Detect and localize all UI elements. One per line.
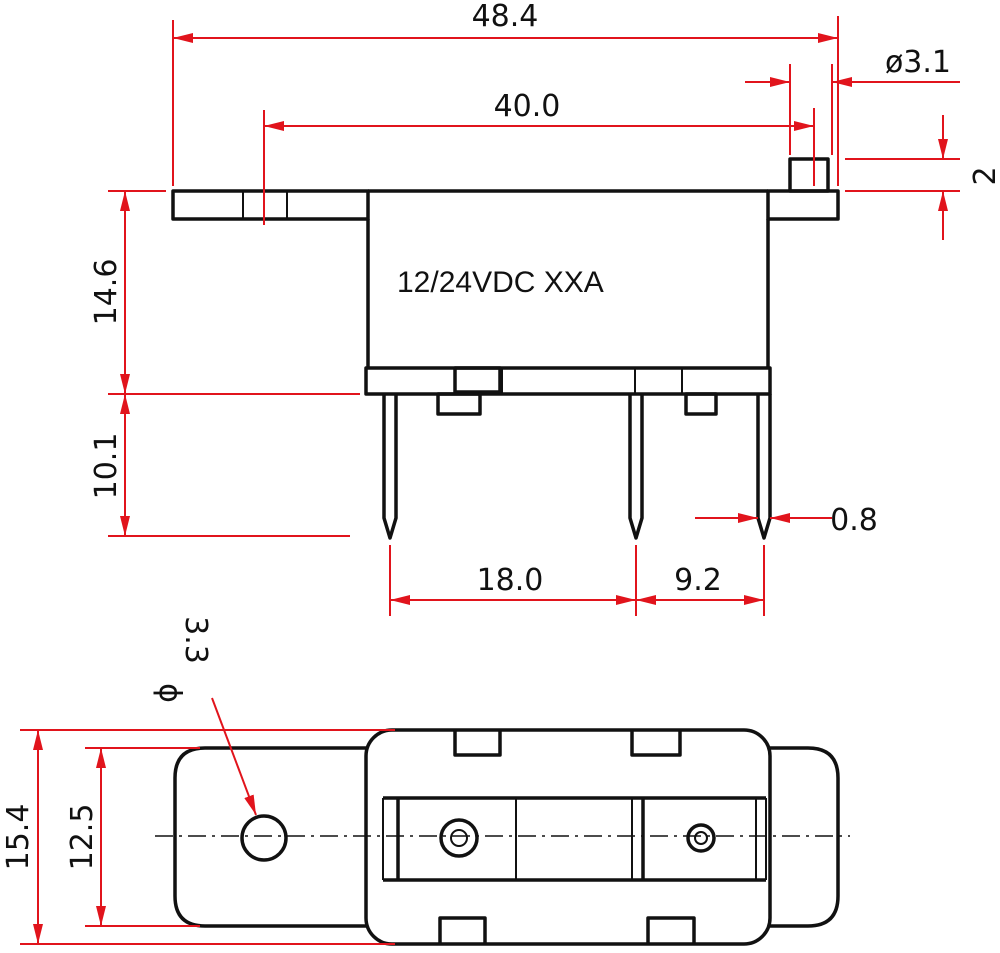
base-foot-2 xyxy=(436,392,482,416)
dim-overall-length: 48.4 xyxy=(472,0,539,34)
left-mount-flange xyxy=(171,189,370,221)
terminal-hole-2-inner xyxy=(694,831,708,845)
dim-pin-height: 2 xyxy=(968,166,1000,185)
bottom-left-tab xyxy=(173,746,368,928)
terminal-1 xyxy=(382,394,398,540)
terminal-3 xyxy=(756,394,772,540)
dim-terminal-thickness: 0.8 xyxy=(830,503,878,538)
relay-body-outline xyxy=(366,189,770,368)
terminal-hole-1 xyxy=(439,818,479,858)
bottom-clip-2 xyxy=(646,916,696,944)
dim-terminal-length: 10.1 xyxy=(89,433,124,500)
dim-body-width: 12.5 xyxy=(65,804,100,871)
dim-pin-diameter: ø3.1 xyxy=(885,45,951,80)
dim-mount-hole-pitch: 40.0 xyxy=(494,89,561,124)
top-clip-2 xyxy=(630,730,682,757)
terminal-hole-1-inner xyxy=(450,829,468,847)
relay-base xyxy=(364,366,772,396)
bottom-right-tab xyxy=(770,746,840,928)
bottom-view xyxy=(155,728,850,946)
terminal-hole-2 xyxy=(686,823,716,853)
bottom-clip-1 xyxy=(438,916,487,944)
dim-overall-width: 15.4 xyxy=(1,804,36,871)
bottom-view-dimensions: 15.4 12.5 3.3 ϕ xyxy=(1,616,395,945)
dim-hole-diameter-value: 3.3 xyxy=(178,616,213,664)
top-locating-pin xyxy=(788,157,830,193)
side-view-dimensions: 48.4 40.0 ø3.1 2 14.6 10.1 0.8 xyxy=(89,0,1000,616)
right-mount-flange xyxy=(766,189,840,221)
mount-hole xyxy=(240,814,288,862)
dim-body-height: 14.6 xyxy=(89,259,124,326)
side-view: 12/24VDC XXA xyxy=(171,157,840,540)
hole-leader-line xyxy=(211,697,257,816)
part-label: 12/24VDC XXA xyxy=(397,266,604,299)
terminal-2 xyxy=(628,394,644,540)
top-clip-1 xyxy=(453,730,502,757)
base-foot-3 xyxy=(684,392,718,416)
bottom-housing xyxy=(364,728,772,946)
dim-hole-diameter-symbol: ϕ xyxy=(152,683,187,703)
base-foot-1 xyxy=(453,366,502,394)
dim-terminal-spacing-2: 9.2 xyxy=(674,563,722,598)
dim-terminal-spacing-1: 18.0 xyxy=(477,563,544,598)
